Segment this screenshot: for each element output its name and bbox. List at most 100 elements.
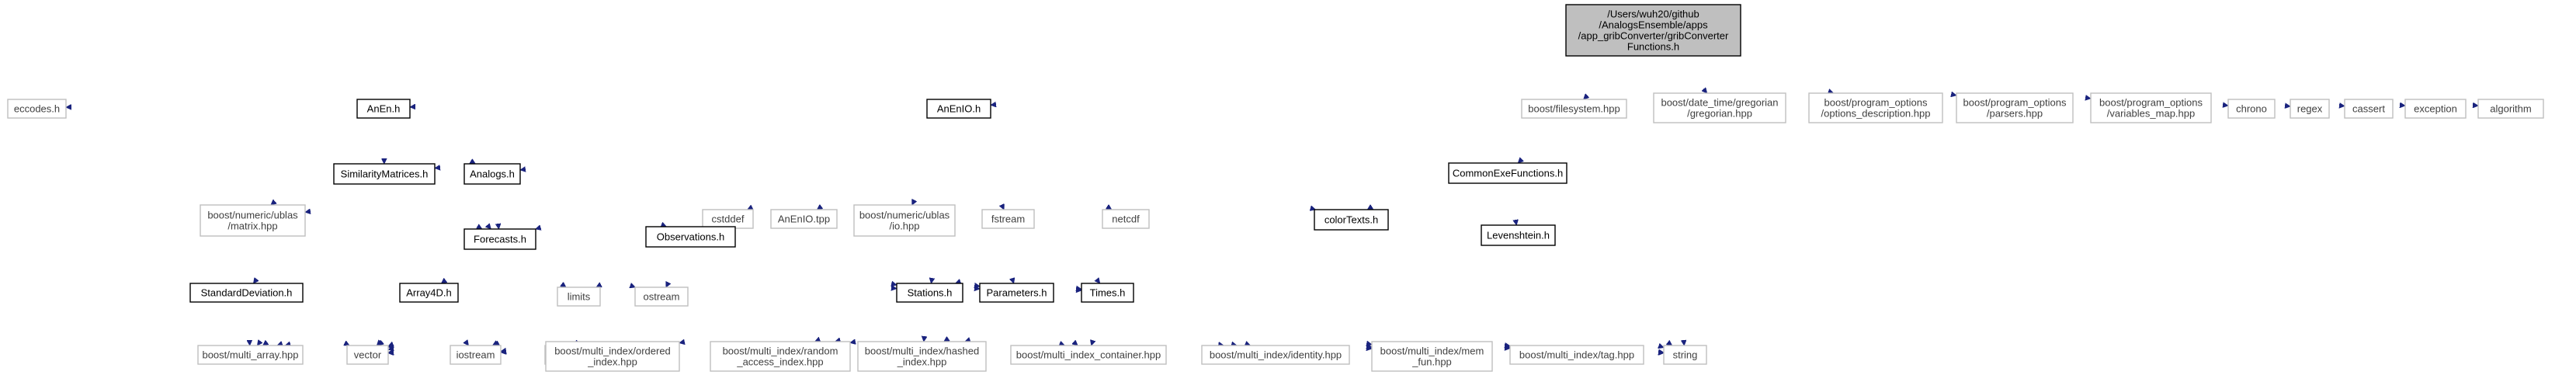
node-netcdf: netcdf xyxy=(1102,209,1150,229)
edge-anenio-to-cstddef xyxy=(748,118,939,210)
edge-parameters-to-hashed xyxy=(944,302,1003,342)
node-limits: limits xyxy=(557,286,601,307)
edge-anenio-to-colortexts xyxy=(991,118,1316,210)
node-filesystem: boost/filesystem.hpp xyxy=(1521,99,1627,119)
node-filesystem-label-0: boost/filesystem.hpp xyxy=(1528,103,1620,115)
node-cstddef-box xyxy=(702,209,754,229)
node-eccodes-label-0: eccodes.h xyxy=(14,103,60,115)
node-varmap: boost/program_options/variables_map.hpp xyxy=(2090,92,2212,123)
edge-parameters-to-string xyxy=(1054,296,1664,352)
node-observations[interactable]: Observations.h xyxy=(645,226,736,248)
node-observations-label-0: Observations.h xyxy=(657,231,724,243)
edge-array4d-to-iostream xyxy=(436,302,469,345)
node-ordered: boost/multi_index/ordered_index.hpp xyxy=(545,341,680,372)
node-optdesc-label-1: /options_description.hpp xyxy=(1821,108,1931,120)
edge-stations-to-hashed xyxy=(924,302,929,342)
node-fstream-box xyxy=(981,209,1035,229)
node-eccodes: eccodes.h xyxy=(7,99,67,119)
node-optdesc-label-0: boost/program_options xyxy=(1824,97,1928,109)
node-ostream-label-0: ostream xyxy=(644,291,680,303)
node-times[interactable]: Times.h xyxy=(1081,283,1134,303)
edge-observations-to-times xyxy=(735,243,1081,290)
node-regex-box xyxy=(2290,99,2330,119)
node-container-box xyxy=(1010,345,1167,365)
node-ordered-label-1: _index.hpp xyxy=(587,356,637,368)
edge-stations-to-string xyxy=(963,295,1664,352)
node-forecasts[interactable]: Forecasts.h xyxy=(463,228,536,250)
node-ublasmatrix-box xyxy=(200,204,306,237)
node-anenio-box xyxy=(926,99,991,119)
node-anenio[interactable]: AnEnIO.h xyxy=(926,99,991,119)
node-multiarray: boost/multi_array.hpp xyxy=(197,345,304,365)
node-anen-box xyxy=(356,99,411,119)
node-ublasmatrix-label-0: boost/numeric/ublas xyxy=(207,210,298,221)
node-colortexts[interactable]: colorTexts.h xyxy=(1314,209,1389,231)
node-array4d-box xyxy=(399,283,459,303)
node-anen[interactable]: AnEn.h xyxy=(356,99,411,119)
node-stations[interactable]: Stations.h xyxy=(896,283,963,303)
node-cstddef: cstddef xyxy=(702,209,754,229)
edge-observations-to-limits xyxy=(596,247,672,287)
edge-root-to-anen xyxy=(410,36,1566,107)
node-anenio-label-0: AnEnIO.h xyxy=(937,103,981,115)
node-parameters[interactable]: Parameters.h xyxy=(979,283,1054,303)
node-iostream: iostream xyxy=(450,345,502,365)
node-simmat[interactable]: SimilarityMatrices.h xyxy=(333,163,436,185)
node-varmap-box xyxy=(2090,92,2212,123)
edge-anenio-to-ublasio xyxy=(912,118,954,205)
node-commonexe[interactable]: CommonExeFunctions.h xyxy=(1448,162,1567,184)
node-analogs[interactable]: Analogs.h xyxy=(463,163,521,185)
node-multiarray-label-0: boost/multi_array.hpp xyxy=(202,349,298,361)
node-varmap-label-0: boost/program_options xyxy=(2099,97,2203,109)
node-netcdf-box xyxy=(1102,209,1150,229)
node-regex-label-0: regex xyxy=(2297,103,2323,115)
node-gregorian-label-0: boost/date_time/gregorian xyxy=(1661,97,1778,109)
node-limits-box xyxy=(557,286,601,307)
node-chrono-box xyxy=(2227,99,2276,119)
node-commonexe-box xyxy=(1448,162,1567,184)
node-stations-label-0: Stations.h xyxy=(908,287,953,299)
edge-times-to-container xyxy=(1092,302,1105,345)
node-netcdf-label-0: netcdf xyxy=(1112,214,1140,225)
edge-root-to-varmap xyxy=(1741,44,2091,99)
node-memfun-label-0: boost/multi_index/mem xyxy=(1380,345,1484,357)
node-filesystem-box xyxy=(1521,99,1627,119)
node-memfun: boost/multi_index/mem_fun.hpp xyxy=(1371,341,1493,372)
edge-stations-to-random xyxy=(815,302,908,342)
edge-forecasts-to-limits xyxy=(514,249,566,287)
node-levenshtein[interactable]: Levenshtein.h xyxy=(1481,224,1556,246)
node-container-label-0: boost/multi_index_container.hpp xyxy=(1016,349,1161,361)
edge-anenio-to-anenio_tpp xyxy=(817,118,946,210)
edge-times-to-identity xyxy=(1133,302,1251,345)
node-root-label-0: /Users/wuh20/github xyxy=(1607,9,1699,20)
node-root[interactable]: /Users/wuh20/github/AnalogsEnsemble/apps… xyxy=(1565,4,1741,57)
edge-anenio-to-fstream xyxy=(963,118,1004,210)
edge-anenio-to-ublasmatrix xyxy=(305,113,927,212)
node-array4d[interactable]: Array4D.h xyxy=(399,283,459,303)
node-stddev[interactable]: StandardDeviation.h xyxy=(189,283,304,303)
edge-root-to-gregorian xyxy=(1675,56,1707,93)
edge-times-to-memfun xyxy=(1134,298,1372,345)
nodes-layer: /Users/wuh20/github/AnalogsEnsemble/apps… xyxy=(7,4,2544,372)
node-random: boost/multi_index/random_access_index.hp… xyxy=(710,341,851,372)
node-chrono: chrono xyxy=(2227,99,2276,119)
node-parsers-box xyxy=(1956,92,2074,123)
node-anen-label-0: AnEn.h xyxy=(367,103,401,115)
node-colortexts-box xyxy=(1314,209,1389,231)
edge-root-to-filesystem xyxy=(1584,56,1628,99)
node-parsers: boost/program_options/parsers.hpp xyxy=(1956,92,2074,123)
node-ordered-box xyxy=(545,341,680,372)
node-exception-box xyxy=(2404,99,2467,119)
node-ublasmatrix: boost/numeric/ublas/matrix.hpp xyxy=(200,204,306,237)
node-cassert-box xyxy=(2344,99,2394,119)
node-hashed-label-1: _index.hpp xyxy=(897,356,947,368)
node-stddev-box xyxy=(189,283,304,303)
node-gregorian-label-1: /gregorian.hpp xyxy=(1687,108,1752,120)
node-iostream-box xyxy=(450,345,502,365)
node-vector: vector xyxy=(346,345,389,365)
edge-levenshtein-to-string xyxy=(1533,245,1672,345)
node-tag-box xyxy=(1509,345,1644,365)
edge-simmat-to-forecasts xyxy=(402,184,482,229)
edge-anenio-to-simmat xyxy=(435,113,927,168)
